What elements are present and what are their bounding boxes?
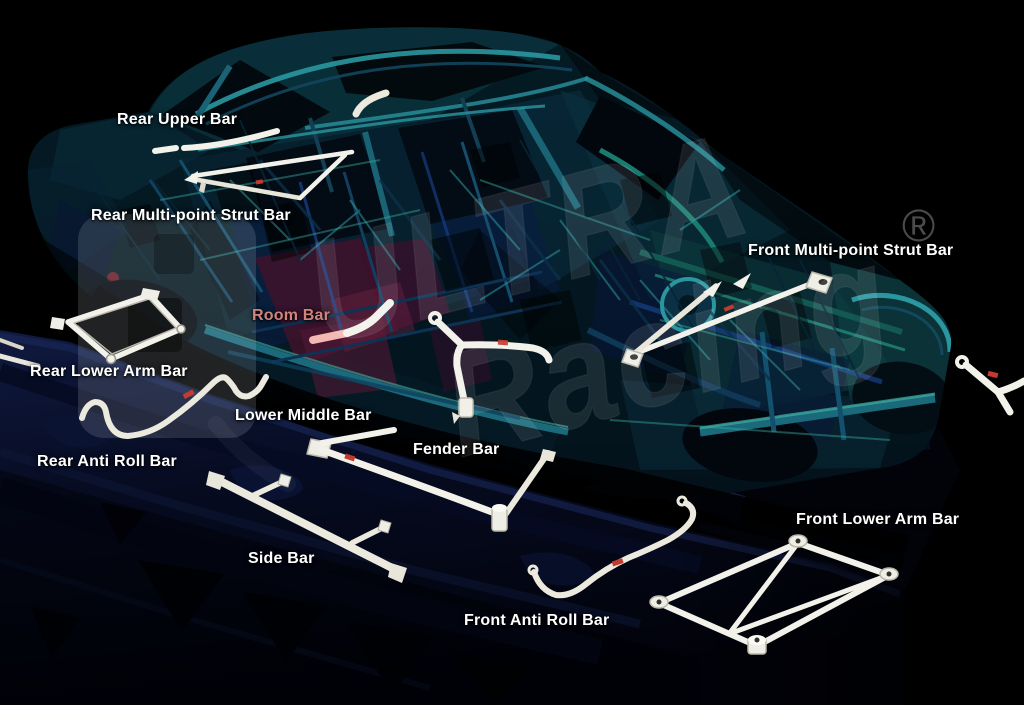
label-rear-lower-arm-bar: Rear Lower Arm Bar [30,363,188,380]
rear-anti-roll-bar-graphic [79,374,269,439]
label-room-bar: Room Bar [252,307,331,324]
label-front-lower-arm-bar: Front Lower Arm Bar [796,511,960,528]
label-front-multi-point-strut-bar: Front Multi-point Strut Bar [748,242,954,259]
label-side-bar: Side Bar [248,550,315,567]
fender-bar-right-graphic [955,355,1024,416]
lower-middle-bar-graphic [306,427,556,532]
rear-upper-bar-graphic [152,89,390,154]
front-multi-point-strut-bar-graphic [621,271,833,368]
product-bars [0,89,1024,655]
front-lower-arm-bar-graphic [649,534,899,655]
label-fender-bar: Fender Bar [413,441,500,458]
front-anti-roll-bar-graphic [527,495,697,599]
label-rear-anti-roll-bar: Rear Anti Roll Bar [37,453,177,470]
label-rear-multi-point-strut-bar: Rear Multi-point Strut Bar [91,207,291,224]
label-lower-middle-bar: Lower Middle Bar [235,407,372,424]
rear-multi-point-strut-bar-graphic [184,149,355,201]
fender-bar-graphic [428,311,553,424]
side-bar-graphic [206,471,407,583]
label-rear-upper-bar: Rear Upper Bar [117,111,238,128]
rear-lower-arm-bar-graphic [0,288,186,369]
car-underside-shadow [80,285,909,569]
label-front-anti-roll-bar: Front Anti Roll Bar [464,612,610,629]
room-bar-graphic [309,299,394,344]
registered-trademark-symbol: ® [902,200,936,251]
